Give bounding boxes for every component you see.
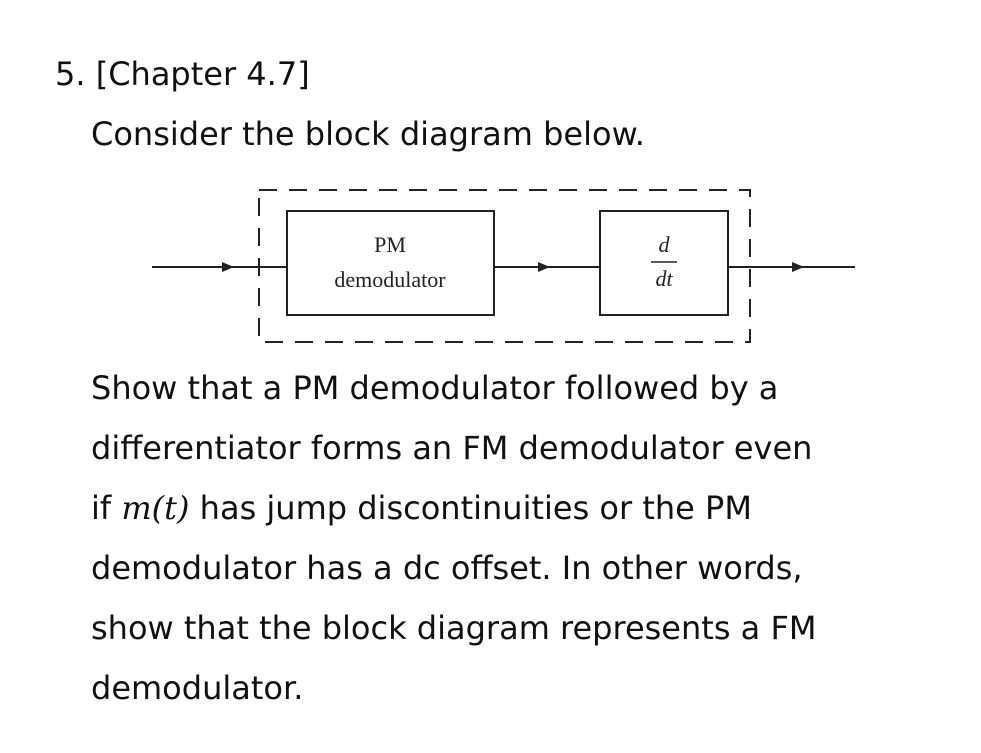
differentiator-block [599, 210, 729, 316]
pm-block-label-line1: PM [374, 232, 406, 257]
body-line-2: differentiator forms an FM demodulator e… [91, 429, 813, 467]
body-line-5: show that the block diagram represents a… [91, 609, 817, 647]
body-line-4: demodulator has a dc offset. In other wo… [91, 549, 803, 587]
body-line-3: if m(t) has jump discontinuities or the … [91, 478, 961, 538]
output-arrowhead [792, 262, 804, 272]
problem-body: Show that a PM demodulator followed by a… [91, 358, 961, 718]
pm-block-label-line2: demodulator [334, 267, 446, 292]
pm-demodulator-block [286, 210, 495, 316]
input-arrowhead [222, 262, 234, 272]
body-line-6: demodulator. [91, 669, 304, 707]
body-line-3-suffix: has jump discontinuities or the PM [189, 489, 752, 527]
body-line-3-prefix: if [91, 489, 122, 527]
problem-intro: Consider the block diagram below. [91, 115, 645, 153]
problem-heading: 5. [Chapter 4.7] [55, 55, 310, 93]
inter-block-arrowhead [538, 262, 550, 272]
diff-denominator: dt [655, 266, 673, 291]
message-signal-math: m(t) [121, 489, 190, 527]
body-line-1: Show that a PM demodulator followed by a [91, 369, 779, 407]
diff-numerator: d [659, 232, 671, 257]
